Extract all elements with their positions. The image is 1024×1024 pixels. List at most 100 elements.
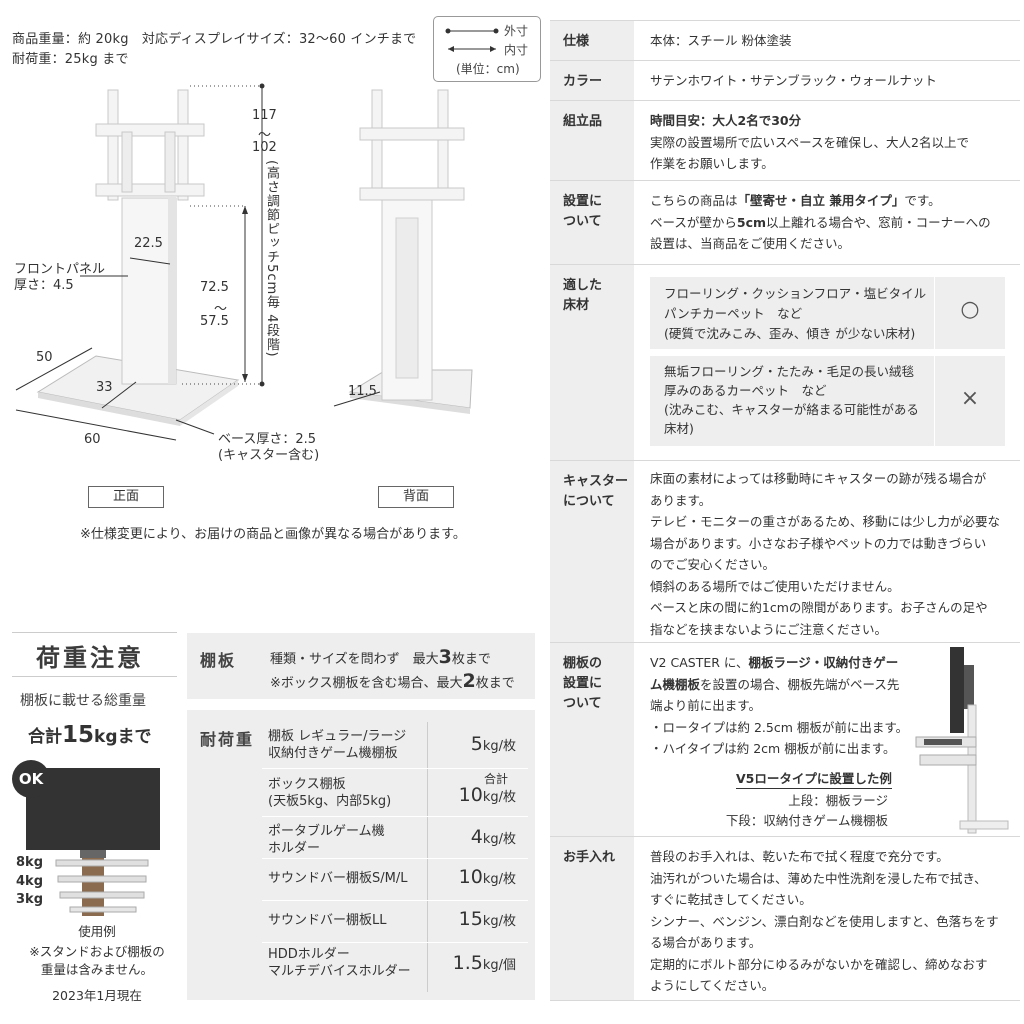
- row-separator: [262, 942, 528, 943]
- shelf-top-kg: 8kg: [16, 855, 43, 870]
- back-stand-illustration: [333, 89, 473, 414]
- capacity-row-6-name: HDDホルダーマルチデバイスホルダー: [268, 947, 411, 979]
- row-separator: [262, 768, 528, 769]
- capacity-row-5-name: サウンドバー棚板LL: [268, 913, 387, 928]
- unit-legend: 外寸 内寸 (単位：cm): [433, 16, 541, 82]
- floor-box-divider: [934, 277, 935, 349]
- total-weight-value: 合計15kgまで: [28, 722, 152, 748]
- legend-unit: (単位：cm): [456, 62, 520, 76]
- capacity-panel: [187, 710, 535, 1000]
- floor-suitable-text: フローリング・クッションフロア・塩ビタイル パンチカーペット など (硬質で沈み…: [664, 286, 927, 341]
- capacity-row-4-value: 10kg/枚: [458, 866, 516, 888]
- dim-depth: 50: [36, 350, 53, 365]
- load-title-rule-bottom: [12, 676, 177, 677]
- spec-label-cell: 設置について: [550, 180, 634, 264]
- legend-outer: 外寸: [504, 24, 529, 38]
- shelf-example-upper: 上段：棚板ラージ: [788, 793, 888, 808]
- spec-change-notice: ※仕様変更により、お届けの商品と画像が異なる場合があります。: [80, 527, 466, 542]
- load-caution-title: 荷重注意: [36, 644, 144, 672]
- total-weight-caption: 棚板に載せる総重量: [20, 693, 146, 709]
- spec-label-cell: お手入れ: [550, 836, 634, 1000]
- capacity-row-3-name: ポータブルゲーム機ホルダー: [268, 824, 385, 856]
- legend-arrows: [445, 28, 499, 52]
- unsuitable-cross-icon: ×: [960, 386, 980, 411]
- back-view-label: 背面: [378, 486, 454, 508]
- floor-unsuitable-box: [650, 356, 1005, 446]
- dim-column-bottom: 57.5: [200, 314, 229, 329]
- suitable-circle-icon: ○: [960, 297, 980, 322]
- dim-height-top: 117: [252, 108, 277, 123]
- color-value: サテンホワイト・サテンブラック・ウォールナット: [650, 73, 937, 88]
- dim-panel-width: 22.5: [134, 236, 163, 251]
- front-panel-thickness: 厚さ：4.5: [14, 278, 74, 293]
- spec-row-line: [550, 20, 1020, 21]
- floor-unsuitable-text: 無垢フローリング・たたみ・毛足の長い絨毯 厚みのあるカーペット など (沈みこむ…: [664, 364, 919, 436]
- capacity-row-2-value: 10kg/枚: [458, 784, 516, 806]
- shelf-box-line: ※ボックス棚板を含む場合、最大2枚まで: [270, 670, 515, 692]
- material-value: 本体：スチール 粉体塗装: [650, 33, 792, 48]
- capacity-row-2-prefix: 合計: [484, 772, 509, 786]
- installation-value: こちらの商品は「壁寄せ・自立 兼用タイプ」です。 ベースが壁から5cm以上離れる…: [650, 193, 991, 251]
- capacity-divider: [427, 722, 428, 992]
- shelf-example-lower: 下段：収納付きゲーム機棚板: [725, 813, 888, 828]
- spec-label-cell: 適した床材: [550, 264, 634, 460]
- row-separator: [262, 816, 528, 817]
- front-view-label: 正面: [88, 486, 164, 508]
- shelf-middle-kg: 4kg: [16, 874, 43, 889]
- floor-suitable-box: [650, 277, 1005, 349]
- row-separator: [262, 858, 528, 859]
- capacity-row-5-value: 15kg/枚: [458, 908, 516, 930]
- front-panel-label: フロントパネル: [14, 262, 106, 277]
- spec-row-line: [550, 642, 1020, 643]
- capacity-row-1-name: 棚板 レギュラー/ラージ収納付きゲーム機棚板: [268, 729, 407, 761]
- spec-row-line: [550, 1000, 1020, 1001]
- product-weight-line: 商品重量：約 20kg 対応ディスプレイサイズ：32～60 インチまで: [12, 32, 417, 47]
- usage-example-label: 使用例: [78, 924, 116, 939]
- spec-label-cell: カラー: [550, 60, 634, 100]
- load-title-rule-top: [12, 632, 177, 633]
- dim-height-bottom: 102: [252, 140, 277, 155]
- dim-column-tilde: ～: [214, 302, 228, 317]
- capacity-row-4-name: サウンドバー棚板S/M/L: [268, 871, 408, 886]
- dim-inner-depth: 33: [96, 380, 113, 395]
- row-separator: [262, 900, 528, 901]
- weight-excluded-note-1: ※スタンドおよび棚板の: [29, 944, 165, 959]
- spec-row-line: [550, 460, 1020, 461]
- weight-excluded-note-2: 重量は含みません。: [40, 962, 154, 977]
- base-thickness-sub: (キャスター含む): [218, 448, 320, 463]
- capacity-row-2-name: ボックス棚板(天板5kg、内部5kg): [268, 777, 392, 809]
- spec-label-cell: 仕様: [550, 20, 634, 60]
- shelf-bottom-kg: 3kg: [16, 892, 43, 907]
- dim-height-tilde: ～: [258, 128, 272, 143]
- capacity-row-6-value: 1.5kg/個: [452, 952, 516, 974]
- load-capacity-line: 耐荷重：25kg まで: [12, 52, 129, 67]
- as-of-date: 2023年1月現在: [52, 988, 142, 1003]
- shelf-header: 棚板: [200, 651, 237, 670]
- spec-label-cell: キャスターについて: [550, 460, 634, 642]
- spec-label-cell: 組立品: [550, 100, 634, 180]
- ok-badge: OK: [12, 760, 50, 798]
- assembly-value: 時間目安：大人2名で30分 実際の設置場所で広いスペースを確保し、大人2名以上で…: [650, 113, 969, 171]
- capacity-row-1-value: 5kg/枚: [470, 733, 516, 755]
- dim-width: 60: [84, 432, 101, 447]
- shelf-example-caption: V5ロータイプに設置した例: [736, 768, 892, 789]
- shelf-max-line: 種類・サイズを問わず 最大3枚まで: [270, 646, 491, 668]
- capacity-row-3-value: 4kg/枚: [470, 826, 516, 848]
- spec-row-line: [550, 100, 1020, 101]
- care-notes: 普段のお手入れは、乾いた布で拭く程度で充分です。 油汚れがついた場合は、薄めた中…: [650, 849, 999, 993]
- legend-inner: 内寸: [504, 43, 529, 57]
- spec-row-line: [550, 60, 1020, 61]
- dim-column-top: 72.5: [200, 280, 229, 295]
- spec-label-cell: 棚板の設置について: [550, 642, 634, 836]
- shelf-count-panel: [187, 633, 535, 699]
- front-stand-illustration: [15, 83, 265, 441]
- caster-notes: 床面の素材によっては移動時にキャスターの跡が残る場合が あります。 テレビ・モニ…: [650, 471, 1001, 637]
- dim-back-depth: 11.5: [348, 384, 377, 399]
- dim-pitch-note: (高さ調節ピッチ5cm毎 4段階): [264, 160, 279, 358]
- spec-row-line: [550, 836, 1020, 837]
- capacity-header: 耐荷重: [200, 730, 255, 749]
- base-thickness-label: ベース厚さ：2.5: [218, 432, 317, 447]
- floor-box-divider: [934, 356, 935, 446]
- spec-row-line: [550, 180, 1020, 181]
- shelf-example-illustration: [915, 647, 1009, 834]
